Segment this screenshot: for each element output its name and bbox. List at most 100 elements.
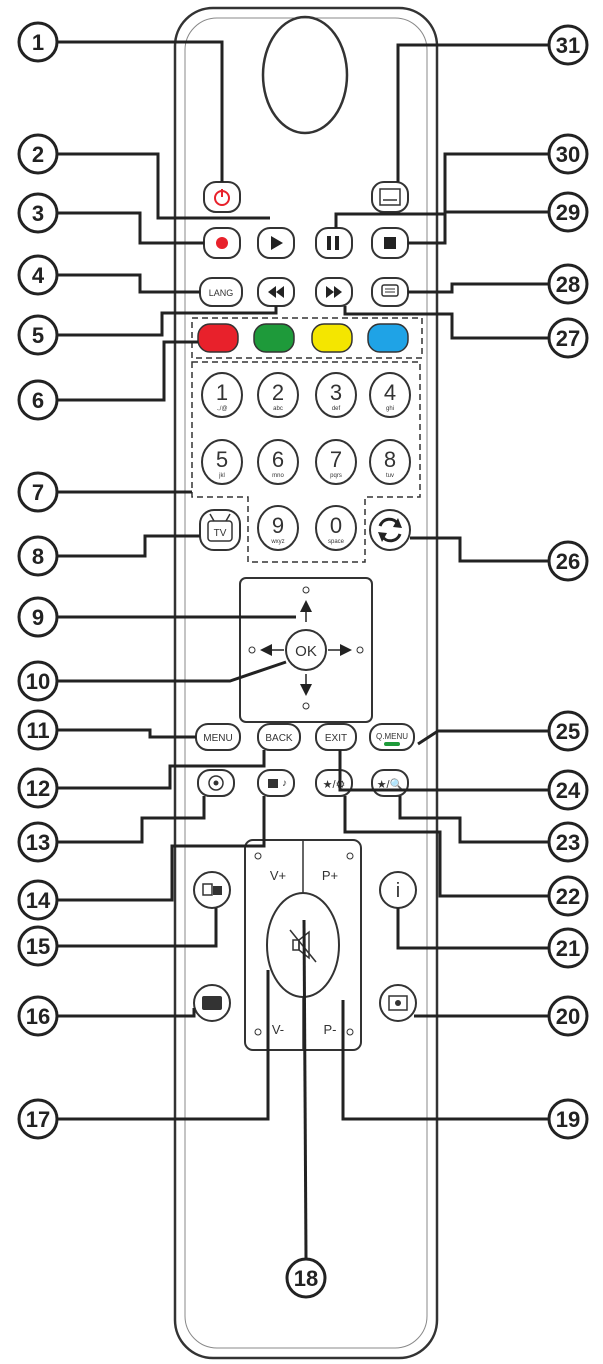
info-icon: i [396, 880, 400, 902]
back-button[interactable]: BACK [257, 723, 301, 751]
tv-icon [207, 520, 233, 542]
blue-button[interactable] [367, 323, 409, 353]
lang-label: LANG [209, 288, 234, 298]
programme-up-button[interactable]: P+ [322, 852, 354, 883]
digit-6-letters: mno [272, 473, 284, 479]
swap-button[interactable] [369, 509, 411, 551]
callout-number: 14 [26, 888, 51, 913]
arrow-down-icon [300, 684, 312, 696]
programme-up-label: P+ [322, 868, 338, 883]
callout-24: 24 [547, 769, 589, 811]
play-button[interactable] [257, 227, 295, 259]
standby-button[interactable] [203, 181, 241, 213]
programme-down-button[interactable]: P- [324, 1022, 354, 1037]
digit-1-button[interactable]: 1.,/@ [201, 372, 243, 418]
red-button[interactable] [197, 323, 239, 353]
subtitle-icon [379, 188, 401, 206]
tv-button[interactable]: TV [199, 509, 241, 551]
favourite-mode-button[interactable]: ★/⚙ [315, 769, 353, 797]
arrow-right-icon [340, 644, 352, 656]
picture-mode-button[interactable]: ♪ [257, 769, 295, 797]
callout-number: 26 [556, 549, 580, 574]
callout-28: 28 [547, 263, 589, 305]
callout-number: 17 [26, 1107, 50, 1132]
arrow-up-icon [300, 600, 312, 612]
record-icon [216, 237, 228, 249]
exit-button[interactable]: EXIT [315, 723, 357, 751]
callout-25: 25 [547, 710, 589, 752]
callout-5: 5 [17, 314, 59, 356]
callout-19: 19 [547, 1098, 589, 1140]
favourite-search-button[interactable]: ★/🔍 [371, 769, 409, 797]
media-browser-icon [208, 775, 224, 791]
text-button[interactable] [193, 984, 231, 1022]
volume-up-button[interactable]: V+ [254, 852, 286, 883]
nav-right-button[interactable] [328, 644, 364, 656]
screen-button[interactable] [379, 984, 417, 1022]
speech-button[interactable] [371, 277, 409, 307]
nav-left-button[interactable] [248, 644, 284, 656]
menu-label: MENU [203, 733, 232, 744]
fast-forward-button[interactable] [315, 277, 353, 307]
epg-button[interactable] [193, 871, 231, 909]
callout-number: 20 [556, 1004, 580, 1029]
programme-down-label: P- [324, 1022, 337, 1037]
digit-5-label: 5 [216, 447, 228, 472]
callout-7: 7 [17, 471, 59, 513]
exit-label: EXIT [325, 733, 347, 744]
stop-icon [384, 237, 396, 249]
callout-number: 2 [32, 142, 44, 167]
callout-number: 29 [556, 200, 580, 225]
stop-button[interactable] [371, 227, 409, 259]
info-button[interactable]: i [379, 871, 417, 909]
volume-down-button[interactable]: V- [254, 1022, 284, 1037]
nav-up-button[interactable] [300, 586, 312, 622]
record-button[interactable] [203, 227, 241, 259]
q-menu-button[interactable]: Q.MENU [369, 723, 415, 751]
ok-label: OK [295, 643, 317, 660]
ir-window [261, 15, 349, 135]
digit-3-label: 3 [330, 380, 342, 405]
digit-4-letters: ghi [386, 406, 394, 412]
numpad-group [191, 361, 421, 563]
callout-3: 3 [17, 192, 59, 234]
digit-5-letters: jkl [218, 473, 225, 479]
callout-17: 17 [17, 1098, 59, 1140]
digit-8-label: 8 [384, 447, 396, 472]
menu-button[interactable]: MENU [195, 723, 241, 751]
picture-mode-icon [268, 779, 278, 788]
green-button[interactable] [253, 323, 295, 353]
svg-text:♪: ♪ [282, 778, 287, 789]
callout-29: 29 [547, 191, 589, 233]
color-buttons-group [191, 317, 423, 359]
rewind-button[interactable] [257, 277, 295, 307]
teletext-icon [202, 996, 222, 1010]
digit-2-label: 2 [272, 380, 284, 405]
media-browser-button[interactable] [197, 769, 235, 797]
subtitle-button[interactable] [371, 181, 409, 213]
pause-button[interactable] [315, 227, 353, 259]
callout-4: 4 [17, 254, 59, 296]
yellow-button[interactable] [311, 323, 353, 353]
tv-label: TV [214, 528, 227, 539]
speech-bubble-icon [381, 284, 399, 297]
lang-button[interactable]: LANG [199, 277, 243, 307]
callout-21: 21 [547, 927, 589, 969]
callout-number: 28 [556, 272, 580, 297]
digit-4-label: 4 [384, 380, 396, 405]
rewind-icon [268, 286, 276, 298]
callout-30: 30 [547, 133, 589, 175]
q-menu-label: Q.MENU [376, 732, 408, 741]
nav-down-button[interactable] [300, 674, 312, 710]
callout-number: 5 [32, 323, 44, 348]
ok-button[interactable]: OK [285, 629, 327, 671]
